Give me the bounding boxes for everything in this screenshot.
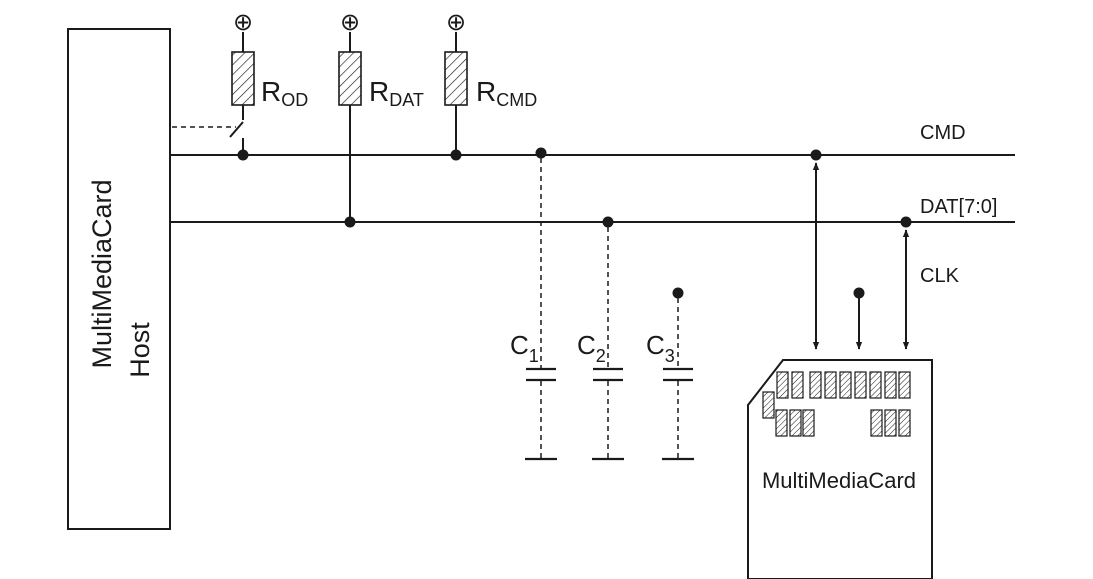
multimediacard: MultiMediaCard bbox=[747, 359, 933, 579]
capacitor-label-c3: C3 bbox=[646, 330, 675, 366]
supply-symbol-rdat: ⊕ bbox=[340, 9, 360, 36]
capacitor-c1: C1 bbox=[510, 147, 557, 461]
card-contacts-bottom-row bbox=[762, 391, 911, 437]
junction-dot-card-dat bbox=[900, 216, 912, 228]
clk-signal-label: CLK bbox=[920, 265, 960, 287]
supply-symbol-rcmd: ⊕ bbox=[446, 9, 466, 36]
resistor-label-rod: ROD bbox=[261, 76, 308, 110]
resistor-body-rod bbox=[231, 51, 255, 106]
junction-dot-c1 bbox=[535, 147, 547, 159]
capacitor-label-c2: C2 bbox=[577, 330, 606, 366]
junction-dot-card-cmd bbox=[810, 149, 822, 161]
host-label-line1: MultiMediaCard bbox=[87, 179, 117, 368]
junction-dot-rcmd bbox=[450, 149, 462, 161]
resistor-rcmd: ⊕ RCMD bbox=[444, 9, 537, 161]
resistor-rdat: ⊕ RDAT bbox=[338, 9, 424, 228]
card-contacts-top-row bbox=[776, 371, 911, 399]
capacitor-label-c1: C1 bbox=[510, 330, 539, 366]
capacitor-c2: C2 bbox=[577, 216, 624, 461]
capacitor-c3: C3 bbox=[646, 287, 694, 461]
host-box bbox=[67, 28, 171, 530]
cmd-signal-label: CMD bbox=[920, 122, 966, 144]
supply-symbol-rod: ⊕ bbox=[233, 9, 253, 36]
junction-dot-card-clk bbox=[853, 287, 865, 299]
junction-dot-c2 bbox=[602, 216, 614, 228]
card-label: MultiMediaCard bbox=[762, 468, 916, 493]
resistor-label-rcmd: RCMD bbox=[476, 76, 537, 110]
resistor-label-rdat: RDAT bbox=[369, 76, 424, 110]
junction-dot-rdat bbox=[344, 216, 356, 228]
rod-switch-blade bbox=[229, 121, 244, 138]
resistor-body-rdat bbox=[338, 51, 362, 106]
resistor-body-rcmd bbox=[444, 51, 468, 106]
junction-dot-c3 bbox=[672, 287, 684, 299]
host-label-line2: Host bbox=[125, 322, 155, 378]
junction-dot-rod bbox=[237, 149, 249, 161]
resistor-rod: ⊕ ROD bbox=[172, 9, 308, 161]
dat-signal-label: DAT[7:0] bbox=[920, 196, 997, 218]
